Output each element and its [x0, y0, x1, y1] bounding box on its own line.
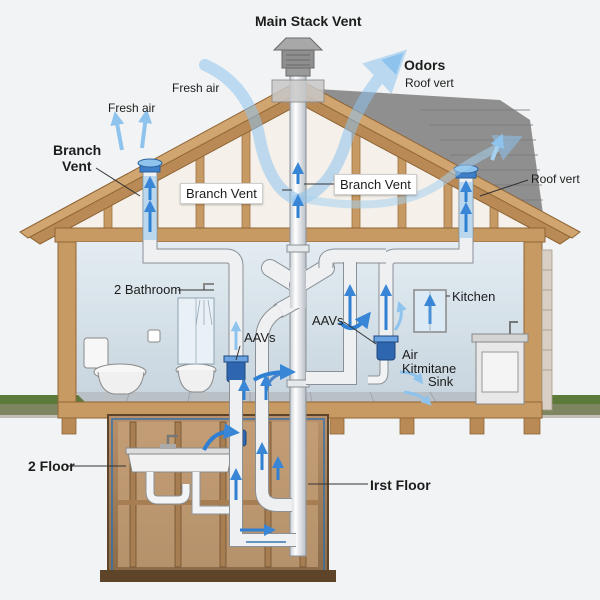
shower — [177, 283, 215, 365]
label-main-stack-vent: Main Stack Vent — [255, 13, 362, 29]
label-air-3: Sink — [428, 374, 454, 389]
label-kitchen: Kitchen — [452, 289, 496, 304]
label-branch-vent-left-1: Branch — [53, 142, 102, 158]
basement-sink — [125, 434, 235, 473]
label-air-1: Air — [402, 347, 418, 362]
kitchen-stove — [471, 321, 529, 405]
right-wall-frame — [523, 241, 543, 418]
label-branch-vent-center-right: Branch Vent — [334, 174, 417, 195]
label-aavs-right: AAVs — [312, 313, 344, 328]
drain-pipe-center — [255, 303, 292, 512]
branch-vent-left-pipe — [137, 158, 244, 370]
label-branch-vent-center-left: Branch Vent — [180, 183, 263, 204]
label-fresh-air-left: Fresh air — [108, 101, 156, 115]
label-fresh-air-top: Fresh air — [172, 81, 220, 95]
toilet-right — [175, 363, 217, 393]
toilet-left — [83, 337, 147, 395]
airflow-swoosh-left — [199, 59, 304, 206]
label-air-2: Kitmitane — [402, 361, 457, 376]
stack-vent-cap — [271, 37, 325, 103]
aav-right — [373, 335, 399, 361]
label-roof-vert-right: Roof vert — [531, 172, 580, 186]
main-stack-pipe — [286, 65, 310, 557]
label-odors: Odors — [404, 57, 446, 73]
label-roof-vert-top: Roof vert — [405, 76, 454, 90]
label-2-floor: 2 Floor — [28, 458, 75, 474]
left-wall-frame — [57, 241, 77, 418]
label-first-floor: Irst Floor — [370, 477, 431, 493]
label-bathroom: 2 Bathroom — [114, 282, 182, 297]
label-branch-vent-left-2: Vent — [62, 158, 92, 174]
label-aavs-left: AAVs — [244, 330, 276, 345]
